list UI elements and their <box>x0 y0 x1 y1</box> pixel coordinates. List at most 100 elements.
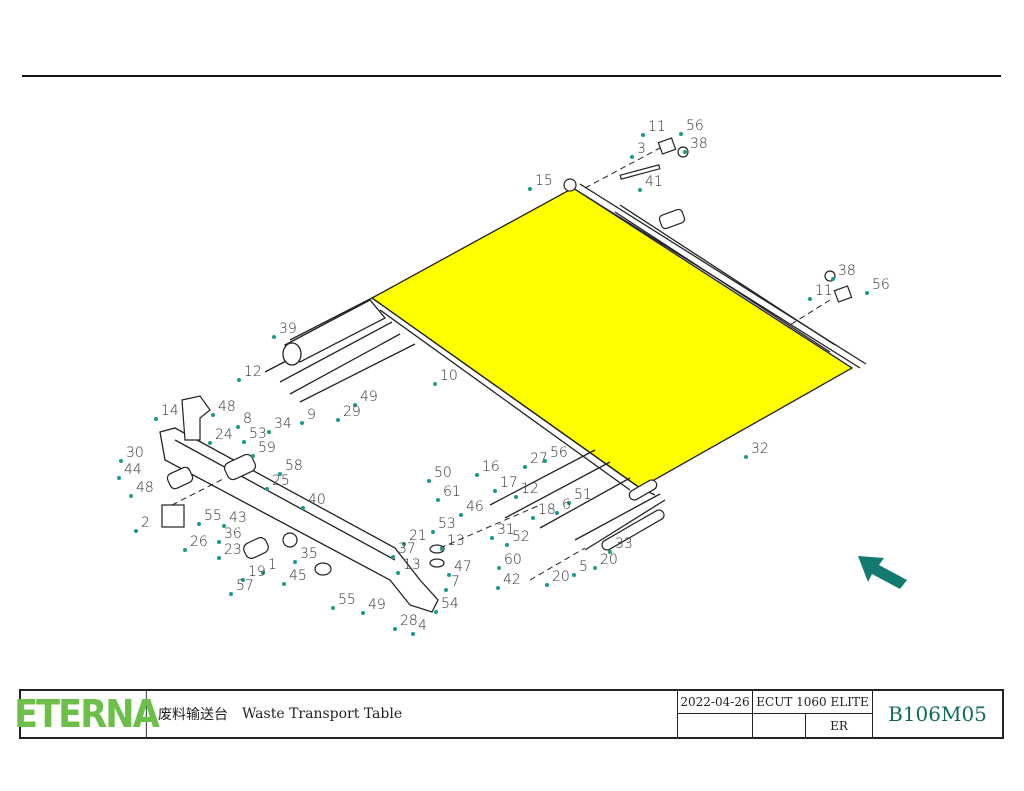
callout-leader-dot <box>396 571 400 575</box>
callout-label: 6 <box>562 497 571 513</box>
callout-label: 38 <box>838 263 856 279</box>
callout-leader-dot <box>197 522 201 526</box>
callout-label: 11 <box>648 119 666 135</box>
callout-label: 20 <box>600 552 618 568</box>
author-initials: ER <box>830 718 848 733</box>
callout-label: 27 <box>530 451 548 467</box>
callout-leader-dot <box>608 550 612 554</box>
title-chinese: 废料输送台 <box>158 707 228 723</box>
callout-leader-dot <box>567 501 571 505</box>
callout-label: 39 <box>279 321 297 337</box>
empty-cell <box>753 714 806 737</box>
callout-leader-dot <box>490 536 494 540</box>
callout-leader-dot <box>301 506 305 510</box>
callout-label: 53 <box>249 426 267 442</box>
callout-label: 13 <box>403 557 421 573</box>
callout-label: 3 <box>637 141 646 157</box>
callout-label: 30 <box>126 445 144 461</box>
callout-leader-dot <box>241 578 245 582</box>
callout-label: 31 <box>497 522 515 538</box>
right-beam <box>614 204 836 353</box>
callout-label: 1 <box>268 557 277 573</box>
callout-label: 4 <box>418 618 427 634</box>
callout-label: 26 <box>190 534 208 550</box>
callout-label: 25 <box>272 473 290 489</box>
title-english: Waste Transport Table <box>242 706 403 722</box>
callout-leader-dot <box>267 430 271 434</box>
callout-leader-dot <box>411 632 415 636</box>
callout-leader-dot <box>475 473 479 477</box>
callout-label: 41 <box>645 174 663 190</box>
callout-label: 20 <box>552 569 570 585</box>
callout-label: 16 <box>482 459 500 475</box>
drawing-title: 废料输送台 Waste Transport Table <box>152 691 678 737</box>
callout-label: 42 <box>503 572 521 588</box>
callout-label: 12 <box>521 481 539 497</box>
callout-leader-dot <box>679 132 683 136</box>
callout-label: 13 <box>447 533 465 549</box>
callout-leader-dot <box>237 378 241 382</box>
callout-label: 10 <box>440 368 458 384</box>
callout-label: 8 <box>243 411 252 427</box>
callout-leader-dot <box>217 556 221 560</box>
callout-leader-dot <box>361 611 365 615</box>
callout-label: 33 <box>615 536 633 552</box>
callout-label: 45 <box>289 568 307 584</box>
callout-label: 7 <box>451 574 460 590</box>
callout-leader-dot <box>272 335 276 339</box>
side-beam <box>159 427 439 613</box>
callout-leader-dot <box>572 573 576 577</box>
callout-label: 56 <box>550 445 568 461</box>
callout-label: 18 <box>538 502 556 518</box>
callout-label: 59 <box>258 440 276 456</box>
machine-model: ECUT 1060 ELITE <box>753 691 872 715</box>
callout-label: 46 <box>466 499 484 515</box>
callout-label: 51 <box>574 487 592 503</box>
callout-leader-dot <box>402 542 406 546</box>
callout-leader-dot <box>278 472 282 476</box>
callout-label: 35 <box>300 546 318 562</box>
callout-label: 29 <box>343 404 361 420</box>
callout-leader-dot <box>261 571 265 575</box>
callout-leader-dot <box>514 495 518 499</box>
callout-leader-dot <box>555 511 559 515</box>
callout-leader-dot <box>353 403 357 407</box>
callout-label: 56 <box>686 118 704 134</box>
conveyor-belt <box>370 187 854 489</box>
callout-leader-dot <box>683 150 687 154</box>
callout-leader-dot <box>638 188 642 192</box>
callout-label: 21 <box>409 528 427 544</box>
drawing-date: 2022-04-26 <box>678 691 752 715</box>
callout-leader-dot <box>865 291 869 295</box>
callout-leader-dot <box>391 555 395 559</box>
callout-label: 28 <box>400 613 418 629</box>
callout-leader-dot <box>134 529 138 533</box>
callout-leader-dot <box>641 133 645 137</box>
callout-leader-dot <box>242 440 246 444</box>
callout-leader-dot <box>523 465 527 469</box>
callout-label: 61 <box>443 484 461 500</box>
callout-leader-dot <box>436 498 440 502</box>
callout-label: 40 <box>308 492 326 508</box>
header-rule <box>22 75 1001 77</box>
callout-leader-dot <box>265 487 269 491</box>
callout-leader-dot <box>593 566 597 570</box>
callout-leader-dot <box>217 540 221 544</box>
callout-leader-dot <box>208 441 212 445</box>
view-direction-arrow-icon <box>858 556 907 589</box>
callout-leader-dot <box>331 606 335 610</box>
callout-label: 56 <box>872 277 890 293</box>
callout-label: 15 <box>535 173 553 189</box>
callout-leader-dot <box>183 548 187 552</box>
title-block: ETERNA 废料输送台 Waste Transport Table 2022-… <box>14 689 1004 739</box>
callout-label: 14 <box>161 403 179 419</box>
callout-leader-dot <box>808 297 812 301</box>
callout-leader-dot <box>444 588 448 592</box>
callout-leader-dot <box>431 530 435 534</box>
callout-leader-dot <box>744 455 748 459</box>
callout-label: 52 <box>512 529 530 545</box>
roller-39 <box>282 299 387 366</box>
callout-label: 12 <box>244 364 262 380</box>
callout-leader-dot <box>282 582 286 586</box>
